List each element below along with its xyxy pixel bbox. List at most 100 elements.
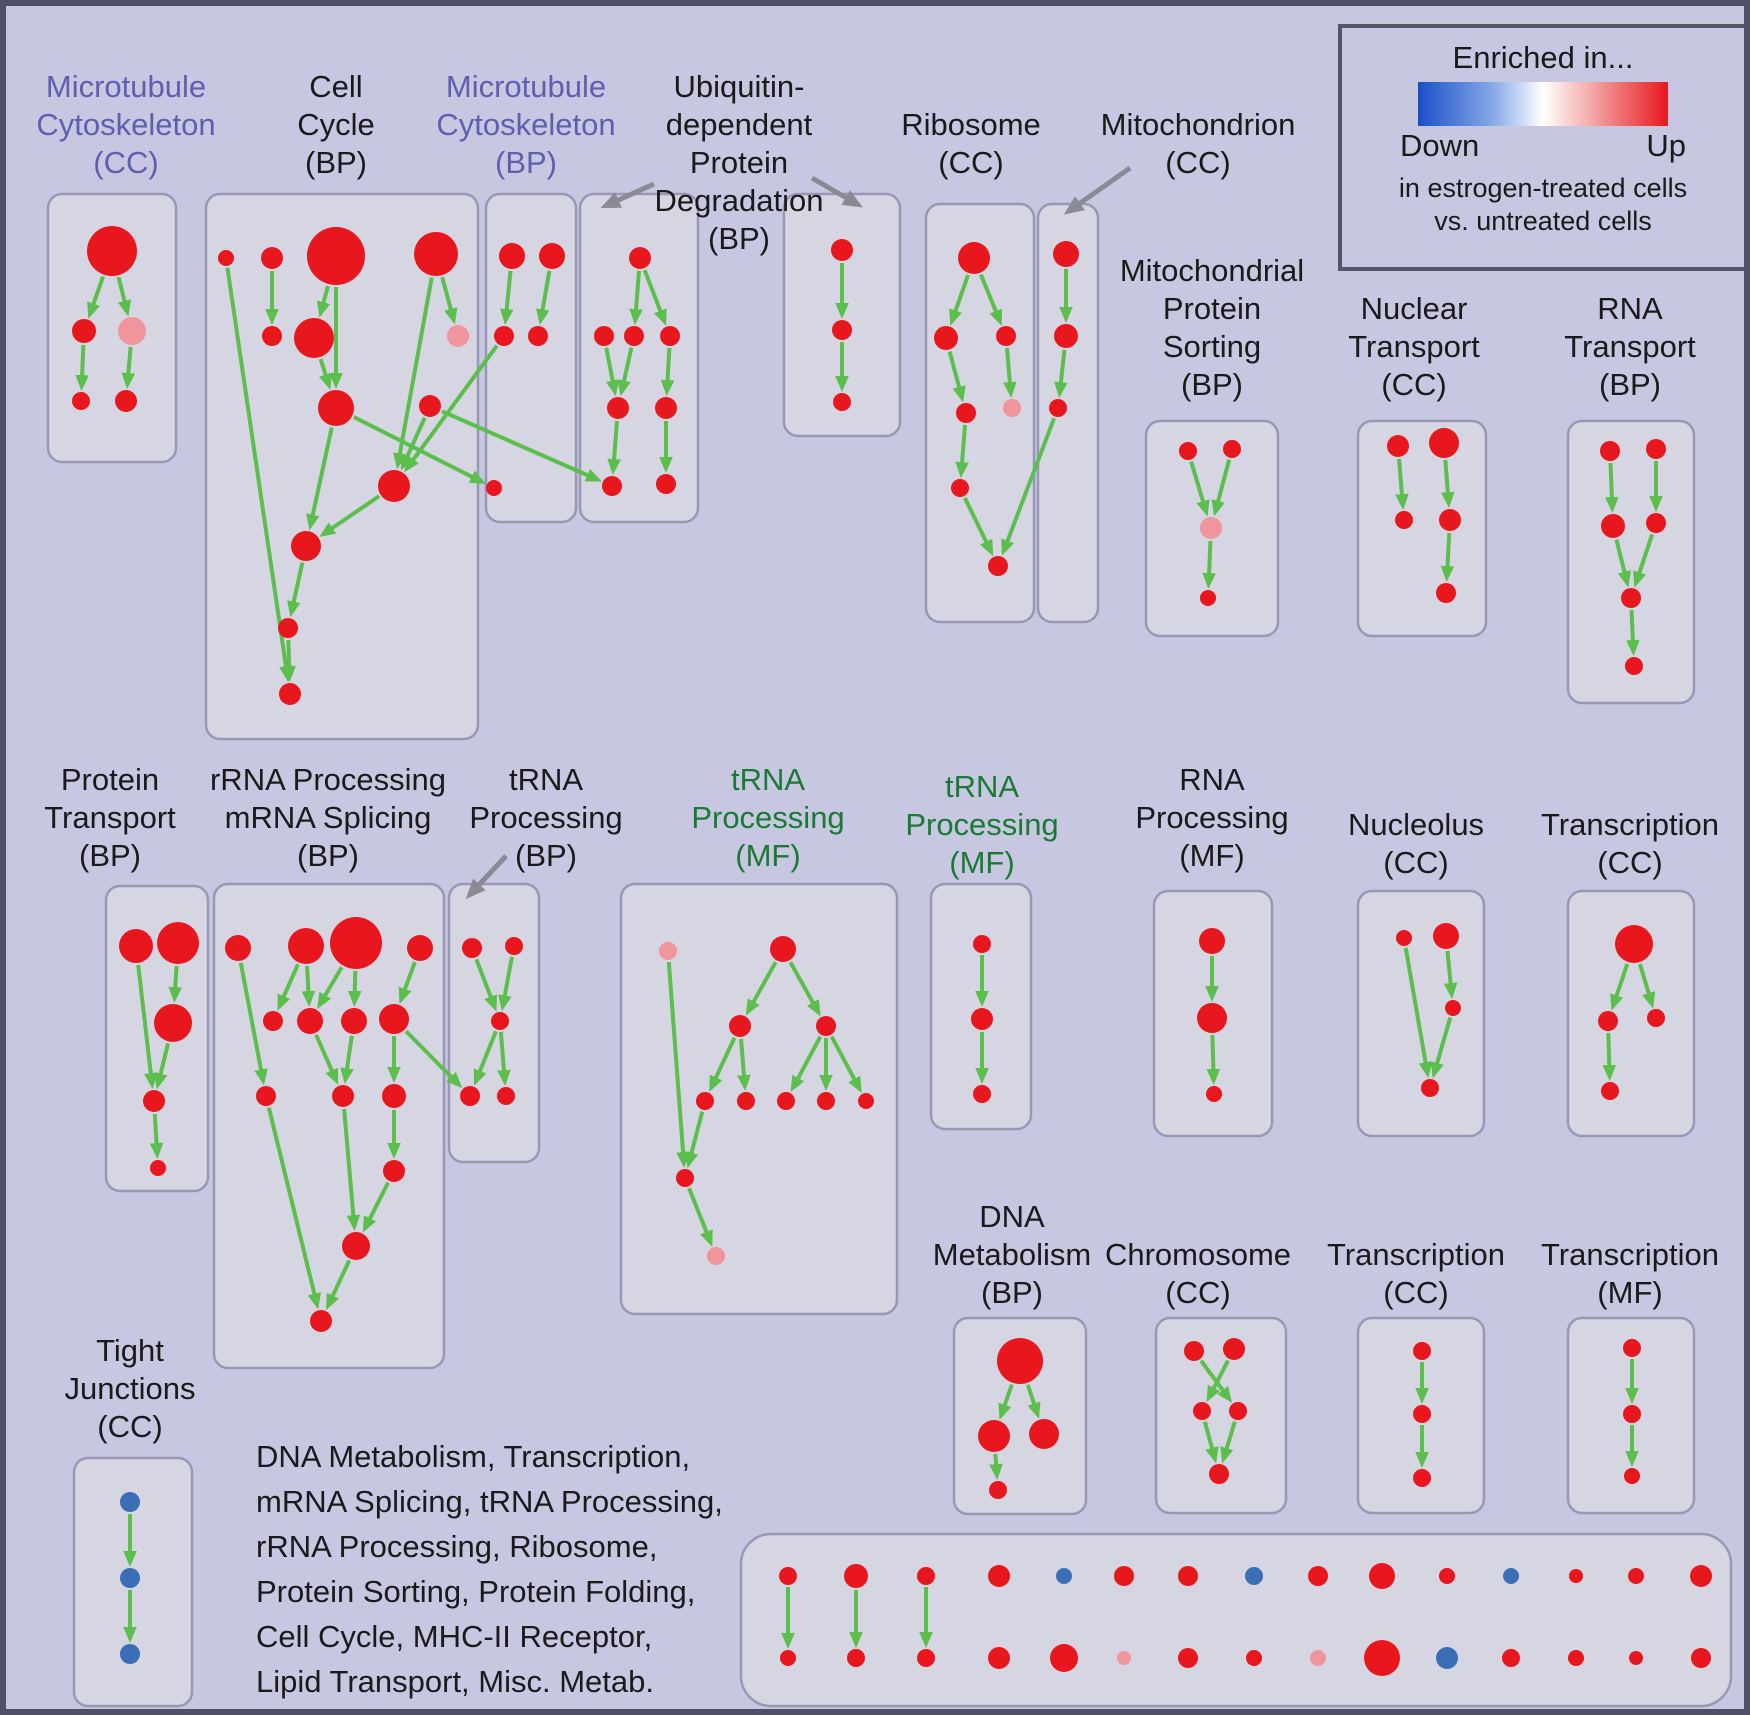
edge-pt2-pt3 [168, 965, 183, 1004]
go-term-node-mb1 [499, 243, 525, 269]
edge-cc9-u7 [441, 409, 602, 482]
label-pointer-arrow [465, 854, 508, 899]
go-term-node-nt4 [1439, 509, 1461, 531]
go-term-node-z1t [779, 1567, 797, 1585]
go-term-node-tm4 [816, 1016, 836, 1036]
legend-subtitle-line1: in estrogen-treated cells [1398, 173, 1688, 203]
go-term-node-rr14 [310, 1310, 332, 1332]
go-term-node-tb1 [462, 938, 482, 958]
go-term-node-z3t [917, 1567, 935, 1585]
edge-nt4-nt5 [1440, 532, 1455, 583]
go-term-node-rr7 [341, 1008, 367, 1034]
edge-tm10-tm11 [687, 1187, 713, 1247]
edge-nu2-nu3 [1443, 950, 1458, 1000]
group-box-nuclear-transport [1356, 419, 1488, 638]
edge-tm1-tm10 [666, 961, 690, 1169]
go-term-node-rr11 [382, 1084, 406, 1108]
go-term-node-rb3 [996, 326, 1016, 346]
edge-nt1-nt3 [1395, 458, 1409, 511]
go-term-node-mt3 [1049, 399, 1067, 417]
legend-box: Enriched in... Down Up in estrogen-treat… [1338, 24, 1744, 271]
go-term-node-nu1 [1396, 930, 1412, 946]
go-term-node-tm3 [729, 1015, 751, 1037]
group-box-mcc-bp [484, 192, 578, 524]
go-term-node-z2b [847, 1649, 865, 1667]
go-term-node-tj2 [120, 1568, 140, 1588]
go-term-node-mb2 [539, 243, 565, 269]
edge-mb3-cc10 [404, 344, 499, 473]
go-term-node-z6t [1114, 1566, 1134, 1586]
go-term-node-z9t [1308, 1566, 1328, 1586]
go-term-node-tm6 [737, 1092, 755, 1110]
go-term-node-cc9 [419, 395, 441, 417]
group-box-rna-transport [1566, 419, 1696, 705]
edge-dm1-dm3 [1025, 1384, 1041, 1419]
edge-u2-u5 [604, 347, 620, 397]
go-term-node-rm1 [1199, 928, 1225, 954]
go-term-node-mb4 [528, 326, 548, 346]
go-term-node-z7t [1178, 1566, 1198, 1586]
go-term-node-rr3 [330, 917, 382, 969]
go-term-node-rm3 [1206, 1086, 1222, 1102]
group-box-transcription-cc-mid [1566, 889, 1696, 1138]
go-term-node-cc3 [307, 227, 365, 285]
go-term-node-ch2 [1223, 1338, 1245, 1360]
go-term-node-z8t [1245, 1567, 1263, 1585]
go-term-node-tc3 [1647, 1009, 1665, 1027]
go-term-node-tn3 [973, 1085, 991, 1103]
legend-down-label: Down [1400, 128, 1480, 163]
edge-mc3-mc5 [121, 346, 136, 390]
go-term-node-pt4 [143, 1090, 165, 1112]
edge-u1-u3 [629, 270, 643, 326]
edge-rb2-rb4 [947, 351, 966, 403]
edge-tb3-tb5 [497, 1031, 511, 1087]
edge-tm4-tm9 [829, 1035, 862, 1094]
go-term-node-tc4 [1601, 1082, 1619, 1100]
go-term-node-z15b [1691, 1648, 1711, 1668]
go-term-node-ms4 [1200, 590, 1216, 606]
go-term-node-tc2 [1598, 1011, 1618, 1031]
go-term-node-ch3 [1193, 1402, 1211, 1420]
go-term-node-rt4 [1646, 513, 1666, 533]
legend-up-label: Up [1646, 128, 1686, 163]
edge-rm2-rm3 [1206, 1034, 1221, 1086]
edge-rt3-rt5 [1614, 539, 1632, 588]
go-term-node-z12t [1503, 1568, 1519, 1584]
go-term-node-cc5 [262, 326, 282, 346]
edge-rr3-rr6 [317, 966, 344, 1009]
misc-note-line: Cell Cycle, MHC-II Receptor, [256, 1619, 653, 1654]
edge-u5-u7 [607, 420, 621, 476]
legend-subtitle-line2: vs. untreated cells [1434, 206, 1652, 236]
edge-rr13-rr14 [326, 1259, 352, 1311]
go-term-node-cc2 [261, 247, 283, 269]
go-term-node-z6b [1117, 1651, 1131, 1665]
go-term-node-rr5 [263, 1011, 283, 1031]
edge-rr2-rr5 [277, 963, 300, 1011]
go-term-node-cc8 [318, 390, 354, 426]
go-term-node-cc11 [291, 531, 321, 561]
go-term-node-nt2 [1429, 428, 1459, 458]
edge-nt2-nt4 [1441, 459, 1455, 509]
edge-ch1-ch4 [1199, 1359, 1233, 1403]
go-term-node-nt5 [1436, 583, 1456, 603]
edge-cc8-cc11 [306, 427, 334, 531]
edge-mt2-mt3 [1054, 349, 1068, 399]
edge-ch4-ch5 [1220, 1420, 1237, 1464]
edge-tm5-tm10 [684, 1111, 705, 1169]
go-term-node-tm8 [817, 1092, 835, 1110]
edge-cc11-cc12 [287, 562, 305, 618]
go-term-node-z9b [1310, 1650, 1326, 1666]
edge-ms2-ms3 [1211, 459, 1232, 517]
misc-pathways-note: DNA Metabolism, Transcription,mRNA Splic… [256, 1434, 723, 1704]
edge-tm3-tm6 [737, 1038, 751, 1092]
edge-cc9-cc10 [400, 417, 427, 471]
edge-mb2-mb4 [535, 270, 552, 326]
go-term-node-rb6 [951, 479, 969, 497]
go-term-node-cc1 [218, 250, 234, 266]
go-term-node-tn2 [971, 1008, 993, 1030]
go-term-node-z13t [1569, 1569, 1583, 1583]
edge-rb1-rb2 [949, 274, 970, 326]
group-box-chromosome [1154, 1316, 1288, 1515]
go-term-node-cc10 [378, 470, 410, 502]
go-term-node-z4t [988, 1565, 1010, 1587]
